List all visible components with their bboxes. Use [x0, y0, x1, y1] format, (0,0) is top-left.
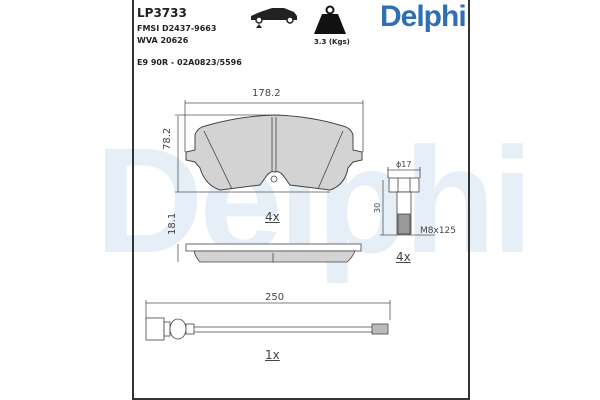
bolt-drawing — [380, 167, 435, 236]
brake-pad-front — [185, 114, 363, 191]
bolt-length-label: 30 — [373, 202, 382, 213]
pad-quantity-label: 4x — [265, 210, 280, 224]
sensor-dimension-line — [145, 300, 391, 320]
pad-height-label: 78.2 — [162, 127, 173, 150]
sensor-length-label: 250 — [265, 292, 285, 303]
wear-sensor-drawing — [145, 317, 389, 341]
wva-code: WVA 20626 — [137, 36, 189, 45]
part-number: LP3733 — [137, 6, 187, 20]
pad-thickness-label: 18.1 — [167, 212, 178, 235]
bolt-thread-label: M8x125 — [420, 226, 456, 236]
fmsi-code: FMSI D2437-9663 — [137, 24, 217, 33]
drawing-frame — [132, 0, 470, 400]
car-front-axle-icon — [251, 8, 297, 28]
pad-front-details — [203, 117, 344, 190]
pad-width-label: 178.2 — [252, 88, 281, 99]
bolt-quantity-label: 4x — [396, 250, 411, 264]
bolt-diameter-label: ϕ17 — [396, 160, 412, 169]
weight-label: 3.3 (Kgs) — [314, 38, 350, 46]
sensor-quantity-label: 1x — [265, 348, 280, 362]
brand-logo: Delphi — [380, 0, 467, 33]
approval-code: E9 90R - 02A0823/5596 — [137, 58, 242, 67]
brake-pad-side — [185, 243, 362, 263]
pad-dimension-lines — [175, 100, 364, 193]
weight-icon — [314, 5, 346, 34]
